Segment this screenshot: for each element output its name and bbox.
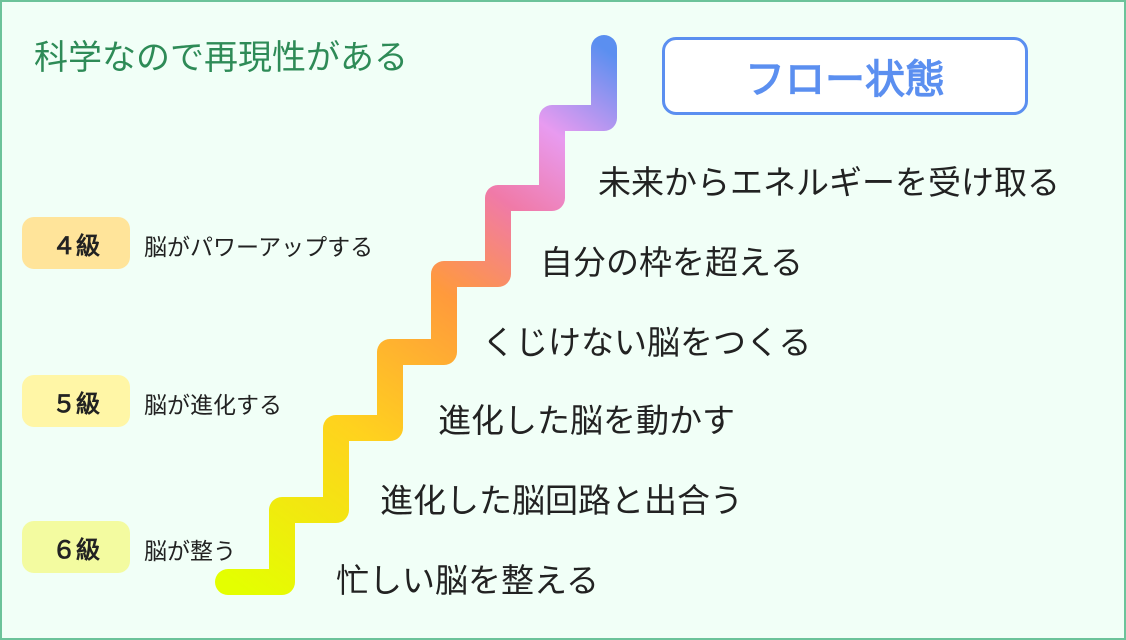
flow-state-box: フロー状態 — [662, 37, 1028, 115]
flow-state-label: フロー状態 — [745, 57, 945, 103]
level-desc-5: 脳が進化する — [144, 393, 282, 419]
step-label-4: くじけない脳をつくる — [482, 323, 812, 362]
level-badge-4: ４級 — [22, 217, 130, 269]
level-badge-6: ６級 — [22, 521, 130, 573]
headline: 科学なので再現性がある — [34, 38, 408, 78]
level-badge-5-label: ５級 — [52, 389, 100, 418]
level-desc-4: 脳がパワーアップする — [144, 235, 374, 261]
level-desc-6: 脳が整う — [144, 539, 236, 565]
step-label-6: 未来からエネルギーを受け取る — [598, 163, 1060, 202]
staircase-path — [215, 35, 617, 595]
level-badge-4-label: ４級 — [52, 231, 100, 260]
step-label-5: 自分の枠を超える — [540, 243, 804, 282]
level-badge-6-label: ６級 — [52, 535, 100, 564]
level-badge-5: ５級 — [22, 375, 130, 427]
step-label-2: 進化した脳回路と出合う — [380, 481, 743, 520]
step-label-1: 忙しい脳を整える — [336, 561, 600, 600]
step-label-3: 進化した脳を動かす — [438, 401, 735, 440]
